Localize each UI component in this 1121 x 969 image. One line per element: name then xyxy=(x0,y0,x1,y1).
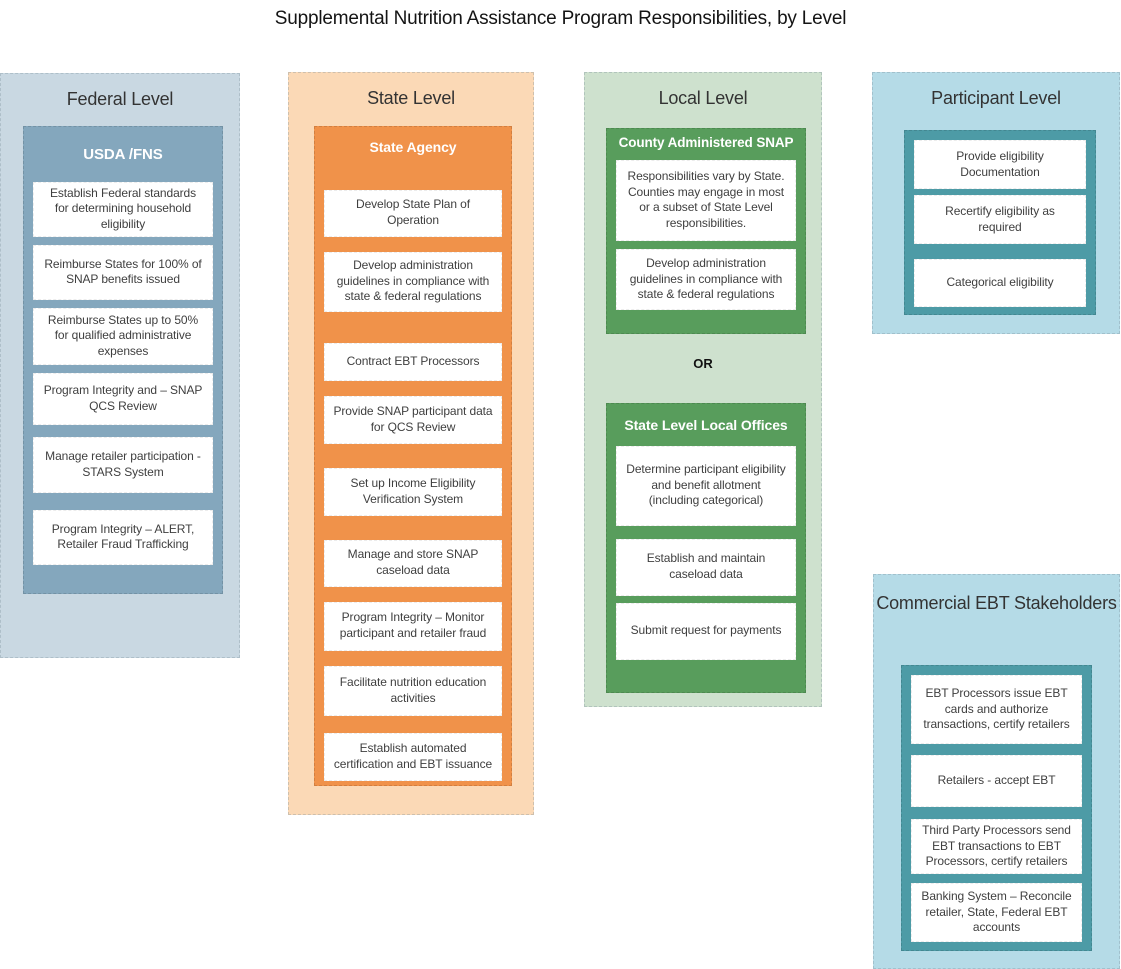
responsibility-item: EBT Processors issue EBT cards and autho… xyxy=(911,675,1082,744)
responsibility-item: Manage retailer participation - STARS Sy… xyxy=(33,436,213,493)
offices-items: Determine participant eligibility and be… xyxy=(607,435,805,660)
state-items: Develop State Plan of Operation Develop … xyxy=(315,157,511,781)
participant-level-title: Participant Level xyxy=(931,88,1061,108)
commercial-ebt-stakeholders-panel: Commercial EBT Stakeholders EBT Processo… xyxy=(873,574,1120,969)
responsibility-item: Responsibilities vary by State. Counties… xyxy=(616,159,796,241)
responsibility-item: Establish and maintain caseload data xyxy=(616,538,796,596)
responsibility-item: Program Integrity and – SNAP QCS Review xyxy=(33,372,213,425)
commercial-ebt-group: EBT Processors issue EBT cards and autho… xyxy=(901,665,1092,951)
responsibility-item: Establish automated certification and EB… xyxy=(324,732,502,781)
responsibility-item: Develop administration guidelines in com… xyxy=(616,248,796,310)
county-administered-snap-header: County Administered SNAP xyxy=(618,135,794,150)
or-connector-label: OR xyxy=(693,356,713,371)
responsibility-item: Program Integrity – ALERT, Retailer Frau… xyxy=(33,509,213,565)
federal-level-title: Federal Level xyxy=(66,89,174,109)
usda-fns-header: USDA /FNS xyxy=(83,146,163,163)
state-level-panel: State Level State Agency Develop State P… xyxy=(288,72,534,815)
commercial-ebt-stakeholders-title: Commercial EBT Stakeholders xyxy=(876,593,1117,613)
state-agency-header: State Agency xyxy=(369,139,457,155)
responsibility-item: Reimburse States for 100% of SNAP benefi… xyxy=(33,244,213,300)
participant-level-panel: Participant Level Provide eligibility Do… xyxy=(872,72,1120,334)
participant-items: Provide eligibility Documentation Recert… xyxy=(905,131,1095,307)
responsibility-item: Third Party Processors send EBT transact… xyxy=(911,819,1082,874)
participant-group: Provide eligibility Documentation Recert… xyxy=(904,130,1096,315)
responsibility-item: Provide eligibility Documentation xyxy=(914,140,1086,189)
responsibility-item: Develop State Plan of Operation xyxy=(324,189,502,237)
state-level-local-offices-header: State Level Local Offices xyxy=(624,417,788,433)
state-level-title: State Level xyxy=(367,88,455,108)
responsibility-item: Determine participant eligibility and be… xyxy=(616,445,796,526)
responsibility-item: Set up Income Eligibility Verification S… xyxy=(324,467,502,516)
federal-items: Establish Federal standards for determin… xyxy=(24,165,222,565)
responsibility-item: Categorical eligibility xyxy=(914,259,1086,307)
responsibility-item: Reimburse States up to 50% for qualified… xyxy=(33,307,213,365)
local-level-panel: Local Level County Administered SNAP Res… xyxy=(584,72,822,707)
commercial-items: EBT Processors issue EBT cards and autho… xyxy=(902,666,1091,942)
state-agency-group: State Agency Develop State Plan of Opera… xyxy=(314,126,512,786)
responsibility-item: Contract EBT Processors xyxy=(324,342,502,381)
responsibility-item: Provide SNAP participant data for QCS Re… xyxy=(324,395,502,444)
responsibility-item: Program Integrity – Monitor participant … xyxy=(324,601,502,651)
state-level-local-offices-group: State Level Local Offices Determine part… xyxy=(606,403,806,693)
county-administered-snap-group: County Administered SNAP Responsibilitie… xyxy=(606,128,806,334)
county-items: Responsibilities vary by State. Counties… xyxy=(607,152,805,310)
responsibility-item: Submit request for payments xyxy=(616,602,796,660)
responsibility-item: Banking System – Reconcile retailer, Sta… xyxy=(911,883,1082,942)
responsibility-item: Manage and store SNAP caseload data xyxy=(324,539,502,587)
responsibility-item: Develop administration guidelines in com… xyxy=(324,251,502,312)
diagram-title: Supplemental Nutrition Assistance Progra… xyxy=(274,8,847,29)
responsibility-item: Facilitate nutrition education activitie… xyxy=(324,665,502,716)
usda-fns-group: USDA /FNS Establish Federal standards fo… xyxy=(23,126,223,594)
responsibility-item: Recertify eligibility as required xyxy=(914,195,1086,244)
local-level-title: Local Level xyxy=(658,88,748,108)
federal-level-panel: Federal Level USDA /FNS Establish Federa… xyxy=(0,73,240,658)
responsibility-item: Establish Federal standards for determin… xyxy=(33,181,213,237)
responsibility-item: Retailers - accept EBT xyxy=(911,755,1082,807)
